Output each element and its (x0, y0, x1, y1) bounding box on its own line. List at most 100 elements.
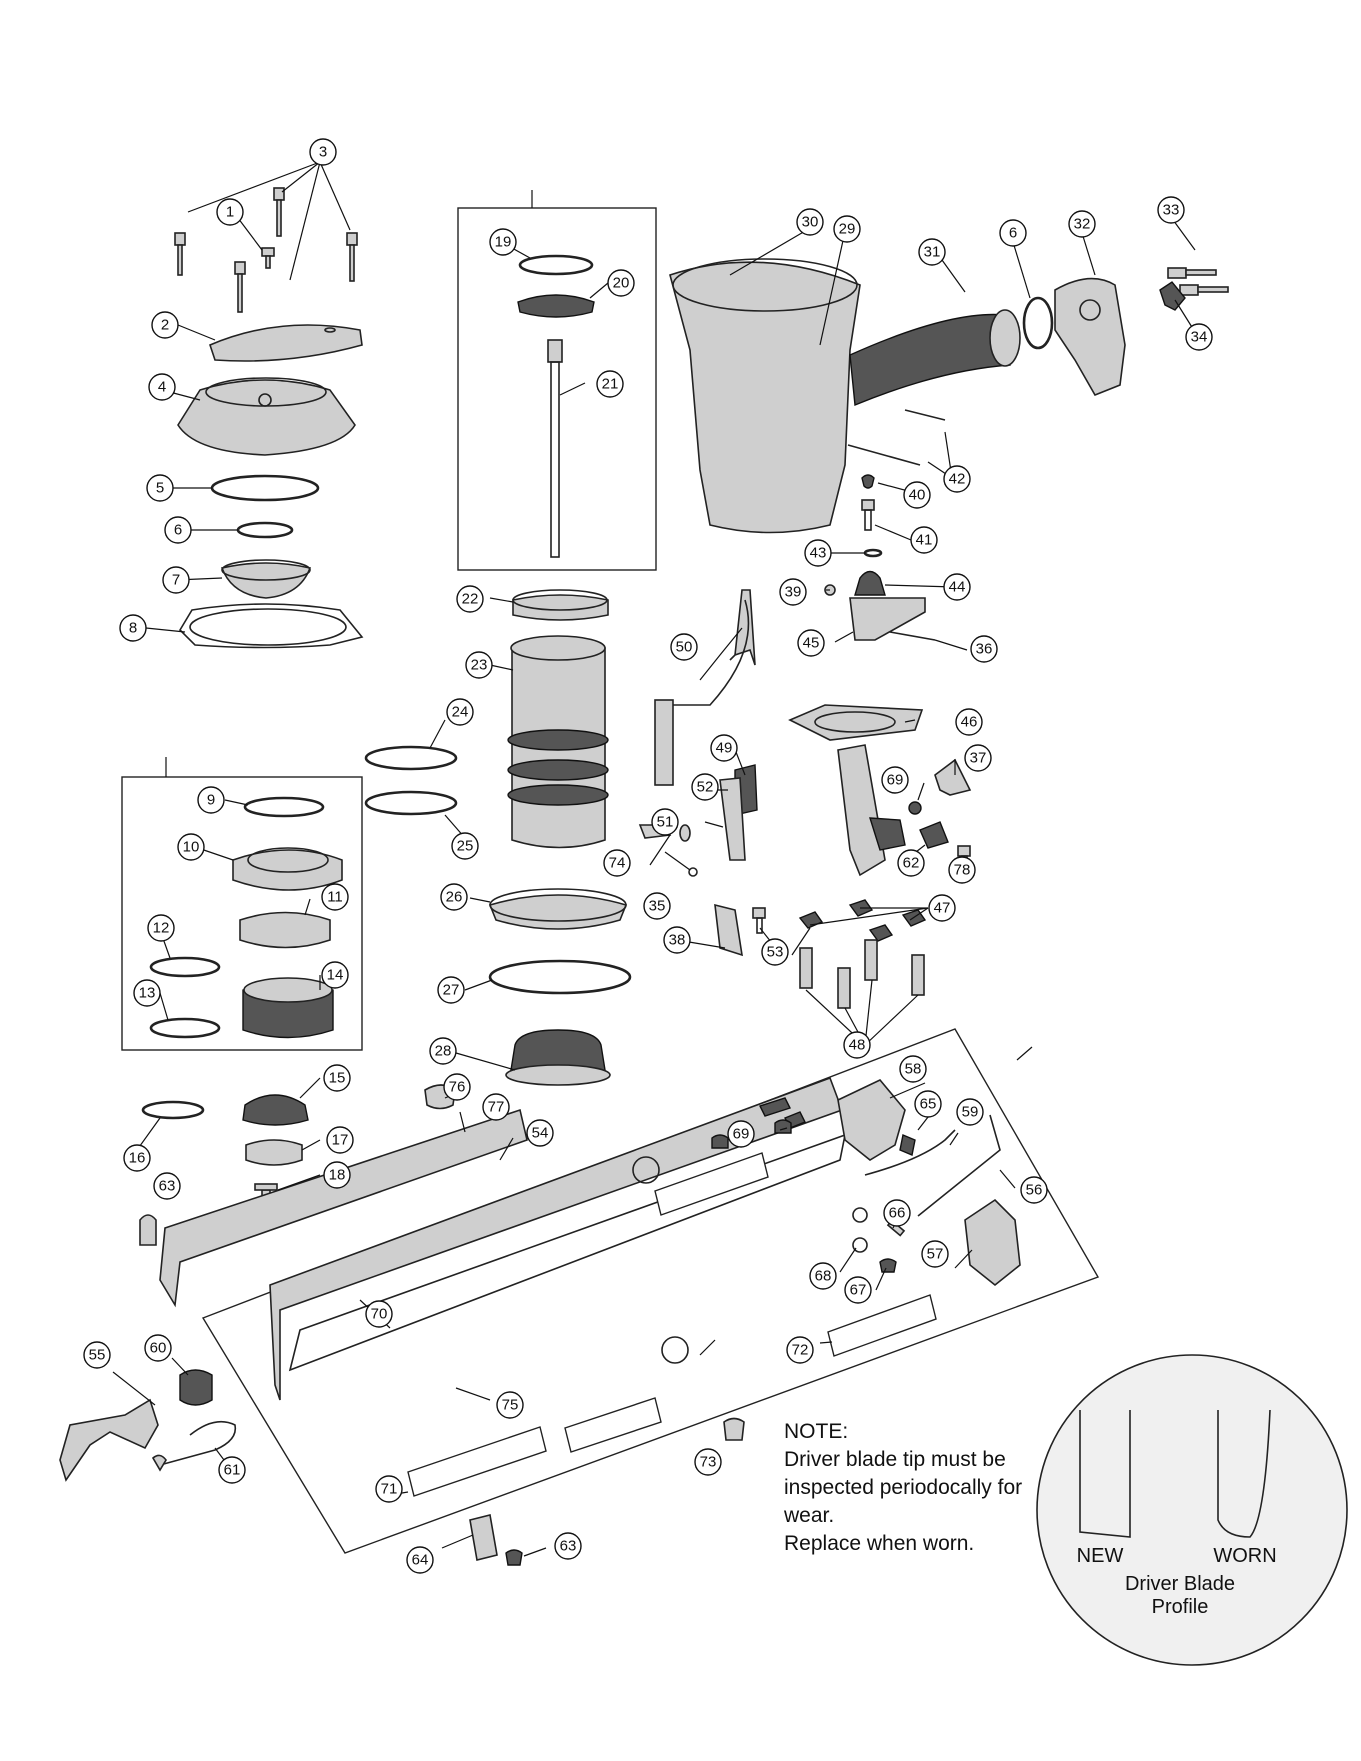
callout-78: 78 (948, 856, 976, 884)
svg-text:32: 32 (1074, 216, 1091, 233)
callout-72: 72 (786, 1336, 814, 1364)
callout-17: 17 (326, 1126, 354, 1154)
svg-text:8: 8 (129, 620, 137, 637)
svg-text:4: 4 (158, 379, 166, 396)
svg-text:60: 60 (150, 1340, 167, 1357)
callout-20: 20 (607, 269, 635, 297)
callout-13: 13 (133, 979, 161, 1007)
magazine-labels (407, 1152, 937, 1497)
callout-62: 62 (897, 849, 925, 877)
profile-caption-line1: Driver Blade (1125, 1573, 1235, 1595)
svg-text:54: 54 (532, 1125, 549, 1142)
valve-disc (220, 559, 312, 599)
callout-4: 4 (148, 373, 176, 401)
svg-text:73: 73 (700, 1454, 717, 1471)
svg-text:74: 74 (609, 855, 626, 872)
svg-text:31: 31 (924, 244, 941, 261)
worn-label: WORN (1213, 1545, 1276, 1567)
svg-text:25: 25 (457, 838, 474, 855)
callout-66: 66 (883, 1199, 911, 1227)
svg-text:68: 68 (815, 1268, 832, 1285)
svg-text:38: 38 (669, 932, 686, 949)
svg-text:33: 33 (1163, 202, 1180, 219)
svg-text:18: 18 (329, 1167, 346, 1184)
callout-63b: 63 (554, 1532, 582, 1560)
callout-43: 43 (804, 539, 832, 567)
cap-bolts (174, 187, 358, 313)
callout-10: 10 (177, 833, 205, 861)
callout-65: 65 (914, 1090, 942, 1118)
svg-text:44: 44 (949, 579, 966, 596)
svg-text:28: 28 (435, 1043, 452, 1060)
callout-11: 11 (321, 883, 349, 911)
seal-kit-parts (149, 796, 343, 1039)
svg-text:61: 61 (224, 1462, 241, 1479)
svg-text:15: 15 (329, 1070, 346, 1087)
callout-5: 5 (146, 474, 174, 502)
callout-24: 24 (446, 698, 474, 726)
svg-text:66: 66 (889, 1205, 906, 1222)
callout-18: 18 (323, 1161, 351, 1189)
svg-text:65: 65 (920, 1096, 937, 1113)
callout-48: 48 (843, 1031, 871, 1059)
svg-text:75: 75 (502, 1397, 519, 1414)
callout-22: 22 (456, 585, 484, 613)
callout-61: 61 (218, 1456, 246, 1484)
callout-27: 27 (437, 976, 465, 1004)
svg-text:43: 43 (810, 545, 827, 562)
feed-parts (139, 1076, 1021, 1401)
callout-6b: 6 (999, 219, 1027, 247)
note-line: wear. (783, 1504, 834, 1527)
svg-text:2: 2 (161, 317, 169, 334)
note-line: Replace when worn. (784, 1532, 974, 1555)
callout-39: 39 (779, 578, 807, 606)
svg-text:21: 21 (602, 376, 619, 393)
callout-3: 3 (309, 138, 337, 166)
svg-text:69: 69 (887, 772, 904, 789)
callout-51: 51 (651, 808, 679, 836)
callout-77: 77 (482, 1093, 510, 1121)
svg-text:17: 17 (332, 1132, 349, 1149)
callout-33: 33 (1157, 196, 1185, 224)
svg-text:40: 40 (909, 487, 926, 504)
callout-54: 54 (526, 1119, 554, 1147)
seal-kit-box (121, 757, 363, 1051)
svg-text:6: 6 (174, 522, 182, 539)
callout-1: 1 (216, 198, 244, 226)
svg-text:56: 56 (1026, 1182, 1043, 1199)
callout-46: 46 (955, 708, 983, 736)
main-housing (669, 258, 1021, 534)
svg-text:35: 35 (649, 898, 666, 915)
callout-59: 59 (956, 1098, 984, 1126)
svg-text:10: 10 (183, 839, 200, 856)
svg-text:47: 47 (934, 900, 951, 917)
callout-41: 41 (910, 526, 938, 554)
svg-text:49: 49 (716, 740, 733, 757)
cylinder-parts (364, 589, 632, 1086)
driver-blade-profile-inset: NEW WORN Driver Blade Profile (1036, 1354, 1348, 1666)
callout-73: 73 (694, 1448, 722, 1476)
svg-text:22: 22 (462, 591, 479, 608)
note-heading: NOTE: (784, 1420, 848, 1443)
callout-68: 68 (809, 1262, 837, 1290)
driver-kit-parts (517, 254, 595, 558)
svg-text:58: 58 (905, 1061, 922, 1078)
callout-21: 21 (596, 370, 624, 398)
svg-text:26: 26 (446, 889, 463, 906)
svg-text:19: 19 (495, 234, 512, 251)
note-line: Driver blade tip must be (784, 1448, 1006, 1471)
callout-8: 8 (119, 614, 147, 642)
callout-38: 38 (663, 926, 691, 954)
svg-text:7: 7 (172, 572, 180, 589)
svg-text:59: 59 (962, 1104, 979, 1121)
callout-12: 12 (147, 914, 175, 942)
new-blade-profile (1079, 1410, 1131, 1538)
svg-text:46: 46 (961, 714, 978, 731)
svg-text:34: 34 (1191, 329, 1208, 346)
nose-parts (788, 704, 972, 1009)
callout-42: 42 (943, 465, 971, 493)
callouts: 1 2 3 4 5 6 7 8 9 10 11 12 13 14 15 16 1… (83, 138, 1213, 1574)
svg-text:12: 12 (153, 920, 170, 937)
profile-caption-line2: Profile (1152, 1596, 1209, 1618)
